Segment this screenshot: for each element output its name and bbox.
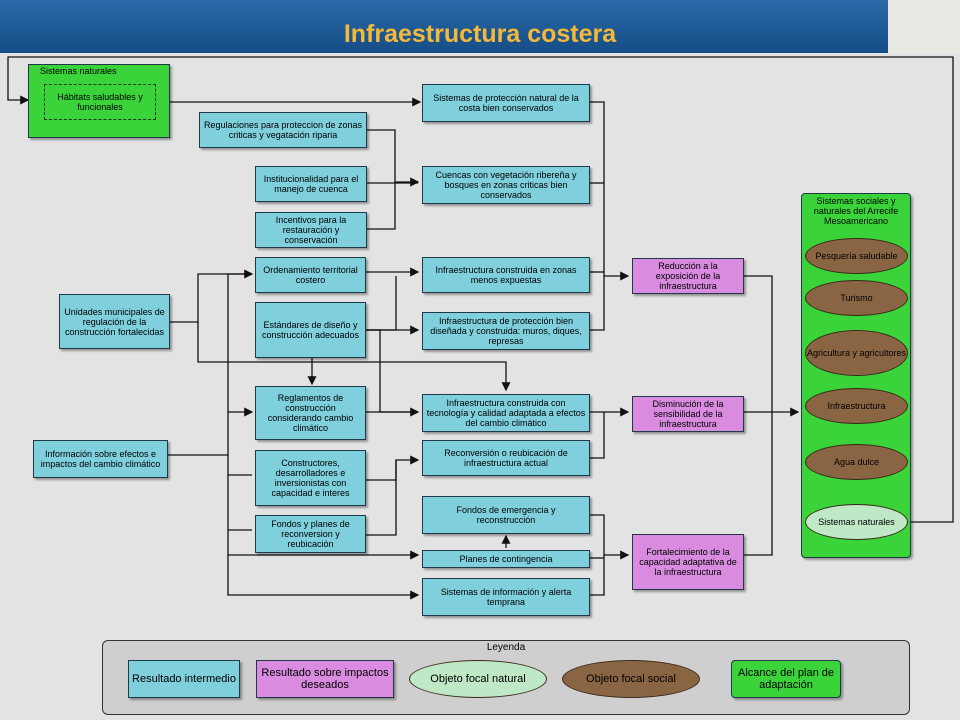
fortalecimiento-node: Fortalecimiento de la capacidad adaptati… [632, 534, 744, 590]
fondos-emergencia-node: Fondos de emergencia y reconstrucción [422, 496, 590, 534]
feedback-loop-line [7, 56, 954, 523]
incentivos-node: Incentivos para la restauración y conser… [255, 212, 367, 248]
constructores-node: Constructores, desarrolladores e inversi… [255, 450, 366, 506]
infra-expuestas-node: Infraestructura construida en zonas meno… [422, 257, 590, 293]
infra-tecnologia-node: Infraestructura construida con tecnologí… [422, 394, 590, 432]
estandares-node: Estándares de diseño y construcción adec… [255, 302, 366, 358]
institucionalidad-node: Institucionalidad para el manejo de cuen… [255, 166, 367, 202]
fondos-planes-node: Fondos y planes de reconversion y reubic… [255, 515, 366, 553]
planes-contingencia-node: Planes de contingencia [422, 550, 590, 568]
focal-infraestructura: Infraestructura [805, 388, 908, 424]
proteccion-natural-node: Sistemas de protección natural de la cos… [422, 84, 590, 122]
focal-pesqueria: Pesquería saludable [805, 238, 908, 274]
header-right-panel [888, 0, 960, 53]
focal-turismo: Turismo [805, 280, 908, 316]
regulaciones-node: Regulaciones para proteccion de zonas cr… [199, 112, 367, 148]
focal-agricultura: Agricultura y agricultores [805, 330, 908, 376]
legend-scope: Alcance del plan de adaptación [731, 660, 841, 698]
legend-impact: Resultado sobre impactos deseados [256, 660, 394, 698]
focal-agua-dulce: Agua dulce [805, 444, 908, 480]
informacion-node: Información sobre efectos e impactos del… [33, 440, 168, 478]
sistemas-alerta-node: Sistemas de información y alerta tempran… [422, 578, 590, 616]
legend-social-focal: Objeto focal social [562, 660, 700, 698]
infra-proteccion-node: Infraestructura de protección bien diseñ… [422, 312, 590, 350]
natural-systems-title: Sistemas naturales [40, 66, 117, 76]
reduccion-node: Reducción a la exposición de la infraest… [632, 258, 744, 294]
legend-natural-focal: Objeto focal natural [409, 660, 547, 698]
cuencas-node: Cuencas con vegetación ribereña y bosque… [422, 166, 590, 204]
reglamentos-node: Reglamentos de construcción considerando… [255, 386, 366, 440]
focal-sistemas-naturales: Sistemas naturales [805, 504, 908, 540]
reconversion-node: Reconversión o reubicación de infraestru… [422, 440, 590, 476]
legend-title: Leyenda [486, 642, 526, 653]
page-title: Infraestructura costera [343, 20, 617, 48]
ordenamiento-node: Ordenamiento territorial costero [255, 257, 366, 293]
legend-intermediate: Resultado intermedio [128, 660, 240, 698]
social-systems-title: Sistemas sociales y naturales del Arreci… [813, 196, 899, 226]
unidades-node: Unidades municipales de regulación de la… [59, 294, 170, 349]
habitats-box: Hábitats saludables y funcionales [44, 84, 156, 120]
header-bar [0, 0, 888, 53]
disminucion-node: Disminución de la sensibilidad de la inf… [632, 396, 744, 432]
